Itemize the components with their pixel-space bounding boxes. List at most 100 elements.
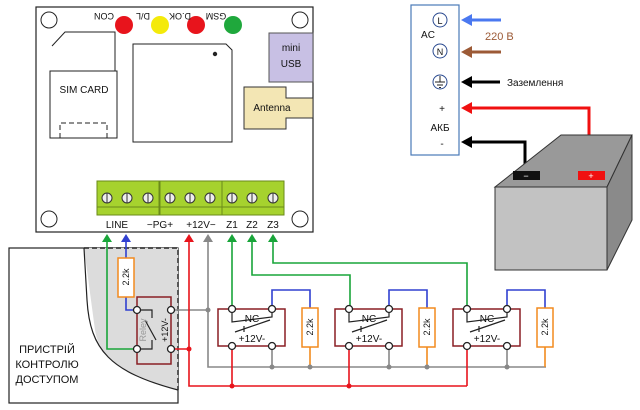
sensor-relay-box: [334, 308, 403, 347]
terminal-screw: [267, 192, 279, 204]
sim-card-label: SIM CARD: [60, 85, 109, 96]
junction-dot: [269, 364, 275, 370]
neutral-symbol: N: [437, 47, 444, 57]
battery-plus-label: +: [439, 104, 445, 115]
arrow-icon: [461, 14, 472, 26]
line-wire-green: [106, 240, 137, 350]
line-resistor: 2.2k: [117, 257, 135, 298]
device-label: ПРИСТРІЙ: [19, 343, 75, 356]
mounting-hole: [40, 210, 58, 228]
power-bus: [188, 240, 467, 387]
arrow-icon: [461, 102, 472, 114]
led-con: [115, 16, 133, 34]
relay-pin: [227, 304, 237, 314]
device-label: КОНТРОЛЮ: [15, 359, 78, 371]
wires: [106, 240, 546, 387]
relay-pin: [462, 341, 472, 351]
mounting-hole: [291, 11, 309, 29]
relay-pin: [227, 341, 237, 351]
gsm-module-chip: [132, 43, 233, 143]
arrow-up-icon: [184, 234, 194, 242]
relay-pin: [384, 304, 394, 314]
sim-card-slot: SIM CARD: [49, 31, 118, 139]
gsm-board: CON D/L D.OK GSM SIM CARD mini USB Anten…: [35, 6, 314, 233]
ac-label: AC: [421, 30, 435, 41]
usb-label: mini: [282, 43, 300, 54]
terminal-blocks: [96, 180, 285, 216]
junction-dot: [205, 307, 211, 313]
terminal-label-z3: Z3: [267, 220, 279, 231]
led-label-dl: D/L: [136, 11, 150, 21]
zone3-wire: [272, 240, 468, 309]
sensor-relay-box: [452, 308, 521, 347]
resistor: [301, 307, 319, 348]
arrow-up-icon: [247, 234, 257, 242]
mounting-hole: [40, 11, 58, 29]
led-label-con: CON: [94, 11, 114, 21]
antenna-label: Antenna: [253, 103, 291, 114]
junction-dot: [386, 364, 392, 370]
relay-pin: [462, 304, 472, 314]
access-relay: Releу +12V-: [132, 296, 176, 365]
battery-minus-symbol: −: [523, 171, 528, 181]
led-gsm: [224, 16, 242, 34]
arrow-up-icon: [227, 234, 237, 242]
neutral-terminal-icon: [432, 43, 448, 59]
ground-bus: [207, 240, 546, 368]
mini-usb-port: mini USB: [268, 32, 314, 83]
zone-sensor-3: NC+12V-2.2k: [452, 289, 554, 386]
arrow-up-icon: [121, 234, 131, 242]
battery-plus-terminal: [578, 171, 605, 180]
terminal-screw: [246, 192, 258, 204]
relay-pin: [267, 304, 277, 314]
contact-label: NC: [362, 314, 376, 325]
relay-pin: [267, 341, 277, 351]
relay-pin: [502, 341, 512, 351]
junction-dot: [346, 383, 352, 389]
sensor-power-label: +12V-: [356, 334, 382, 345]
usb-label: USB: [281, 59, 302, 70]
voltage-label: 220 В: [485, 31, 514, 43]
battery-minus-terminal: [513, 171, 540, 180]
ground-label: Заземлення: [507, 78, 563, 89]
sensor-relay-box: [217, 308, 286, 347]
terminal-label-z1: Z1: [226, 220, 238, 231]
ground-icon: [432, 74, 448, 90]
arrow-icon: [461, 136, 472, 148]
junction-dot: [504, 364, 510, 370]
sensor-power-label: +12V-: [239, 334, 265, 345]
battery-plus-symbol: +: [588, 171, 593, 181]
terminal-label-z2: Z2: [246, 220, 258, 231]
battery-minus-label: -: [440, 139, 443, 150]
sensor-power-label: +12V-: [474, 334, 500, 345]
terminal-label-12v: +12V−: [186, 220, 216, 231]
battery-label: АКБ: [430, 123, 449, 134]
antenna-connector: Antenna: [243, 86, 314, 130]
live-symbol: L: [437, 16, 442, 26]
relay-pin: [502, 304, 512, 314]
relay-pin: [384, 341, 394, 351]
terminal-screw: [164, 192, 176, 204]
relay-power-label: +12V-: [160, 318, 170, 342]
led-label-gsm: GSM: [206, 11, 227, 21]
contact-label: NC: [245, 314, 259, 325]
arrow-up-icon: [203, 234, 213, 242]
chip-pin1-dot: [212, 51, 218, 57]
resistor: [536, 307, 554, 348]
power-block: L AC N + АКБ - 220 В Заземлення: [410, 4, 591, 172]
access-control-device: ПРИСТРІЙ КОНТРОЛЮ ДОСТУПОМ: [8, 247, 179, 404]
relay-pin: [344, 341, 354, 351]
zone2-wire: [251, 240, 351, 309]
led-dl: [151, 16, 169, 34]
arrow-up-icon: [102, 234, 112, 242]
terminal-screw: [226, 192, 238, 204]
terminal-screw: [121, 192, 133, 204]
terminal-label-line: LINE: [106, 220, 129, 231]
led-label-dok: D.OK: [169, 11, 191, 21]
resistor-label: 2.2k: [305, 318, 315, 336]
battery-minus-wire: [470, 140, 527, 172]
terminal-screw: [142, 192, 154, 204]
terminal-screw: [204, 192, 216, 204]
